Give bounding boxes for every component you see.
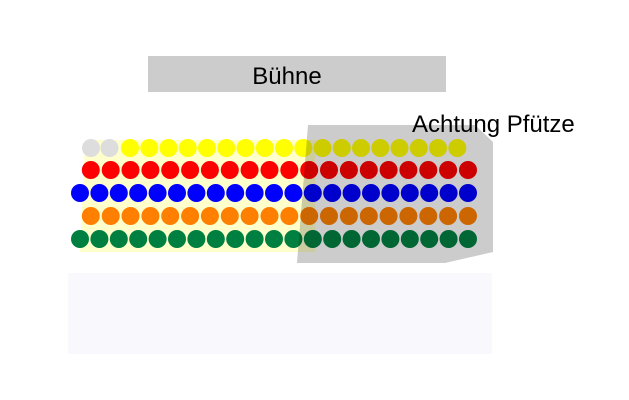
seat-row-3-3[interactable] xyxy=(109,184,128,202)
seat-row-2-5[interactable] xyxy=(161,161,180,179)
seat-row-5-2[interactable] xyxy=(90,230,109,248)
empty-area xyxy=(68,273,492,354)
seat-row-5-5[interactable] xyxy=(148,230,167,248)
seat-row-5-10[interactable] xyxy=(245,230,264,248)
seat-row-2-10[interactable] xyxy=(260,161,279,179)
seat-row-4-3[interactable] xyxy=(121,207,140,225)
seat-row-5-8[interactable] xyxy=(206,230,225,248)
seat-row-2-9[interactable] xyxy=(240,161,259,179)
seat-row-2-6[interactable] xyxy=(181,161,200,179)
seat-row-4-1[interactable] xyxy=(81,207,100,225)
seat-row-4-4[interactable] xyxy=(141,207,160,225)
seat-row-5-4[interactable] xyxy=(129,230,148,248)
seat-row-4-8[interactable] xyxy=(220,207,239,225)
seat-row-2-2[interactable] xyxy=(101,161,120,179)
seat-row-4-11[interactable] xyxy=(280,207,299,225)
seat-row-1-3[interactable] xyxy=(121,139,139,157)
hazard-label: Achtung Pfütze xyxy=(412,111,575,138)
seat-row-2-8[interactable] xyxy=(220,161,239,179)
seat-row-3-10[interactable] xyxy=(245,184,264,202)
seat-row-3-12[interactable] xyxy=(284,184,303,202)
seat-row-5-6[interactable] xyxy=(168,230,186,248)
seat-row-5-1[interactable] xyxy=(71,230,89,248)
seat-row-3-5[interactable] xyxy=(148,184,167,202)
seat-row-2-4[interactable] xyxy=(141,161,160,179)
seat-row-3-9[interactable] xyxy=(226,184,245,202)
seat-row-5-11[interactable] xyxy=(265,230,283,248)
seat-row-3-7[interactable] xyxy=(187,184,206,202)
seat-row-2-7[interactable] xyxy=(200,161,219,179)
seat-row-4-7[interactable] xyxy=(200,207,219,225)
seat-row-5-9[interactable] xyxy=(226,230,245,248)
seat-row-1-6[interactable] xyxy=(178,139,197,157)
seat-row-4-10[interactable] xyxy=(260,207,279,225)
seat-row-1-1[interactable] xyxy=(82,139,100,157)
seat-row-3-6[interactable] xyxy=(168,184,186,202)
seat-row-4-2[interactable] xyxy=(101,207,120,225)
seat-row-2-3[interactable] xyxy=(121,161,140,179)
seat-row-5-12[interactable] xyxy=(284,230,303,248)
seat-row-1-8[interactable] xyxy=(217,139,236,157)
seat-row-3-8[interactable] xyxy=(206,184,225,202)
seat-row-1-9[interactable] xyxy=(236,139,255,157)
stage xyxy=(148,56,446,92)
seat-row-4-6[interactable] xyxy=(181,207,200,225)
stage-label: Bühne xyxy=(252,63,321,90)
seat-row-1-11[interactable] xyxy=(275,139,293,157)
hazard-puddle-zone xyxy=(297,125,493,263)
seat-row-1-7[interactable] xyxy=(198,139,216,157)
seat-row-4-9[interactable] xyxy=(240,207,259,225)
seat-row-3-1[interactable] xyxy=(71,184,89,202)
seat-row-3-4[interactable] xyxy=(129,184,148,202)
seat-row-5-3[interactable] xyxy=(109,230,128,248)
seat-row-1-2[interactable] xyxy=(100,139,119,157)
seat-row-3-2[interactable] xyxy=(90,184,109,202)
seat-row-2-11[interactable] xyxy=(280,161,299,179)
seat-row-4-5[interactable] xyxy=(161,207,180,225)
seat-row-1-10[interactable] xyxy=(255,139,274,157)
seat-row-3-11[interactable] xyxy=(265,184,283,202)
seat-row-1-4[interactable] xyxy=(140,139,159,157)
seat-row-1-5[interactable] xyxy=(159,139,178,157)
seat-row-5-7[interactable] xyxy=(187,230,206,248)
seat-row-2-1[interactable] xyxy=(81,161,100,179)
